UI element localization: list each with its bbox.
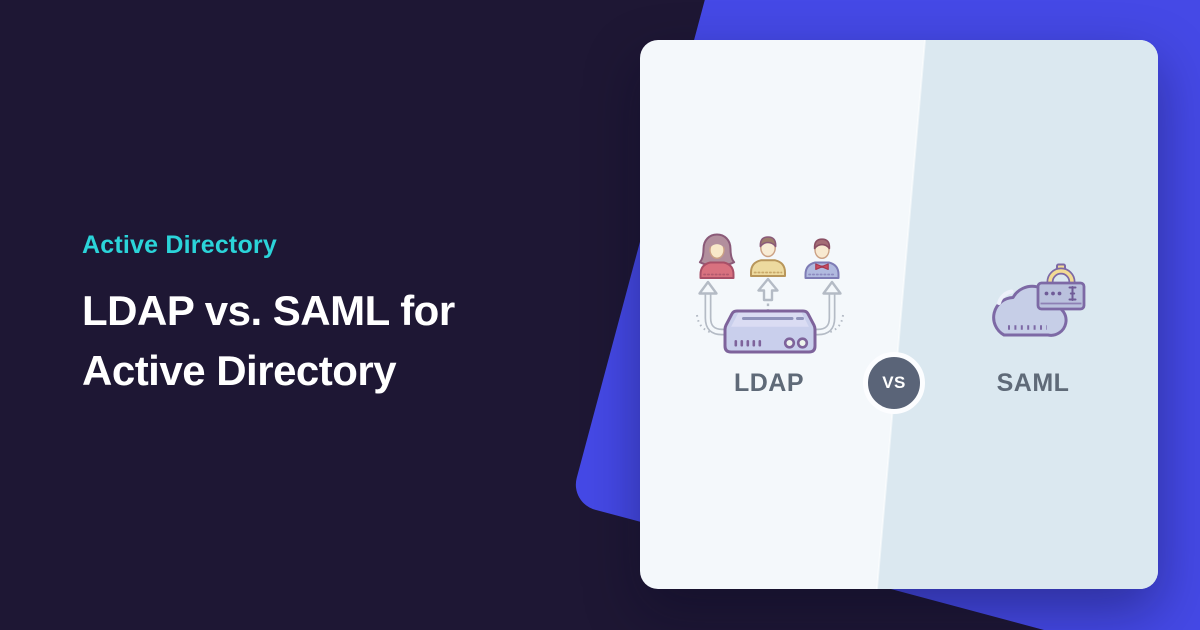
padlock-icon — [1036, 263, 1086, 311]
saml-label: SAML — [996, 369, 1070, 397]
arrows-icon — [696, 277, 844, 336]
category-eyebrow: Active Directory — [82, 231, 277, 259]
comparison-card: LDAP SAML VS — [640, 40, 1158, 589]
cloud-padlock-icon — [992, 263, 1086, 337]
ldap-label: LDAP — [733, 369, 805, 397]
server-icon — [723, 309, 817, 354]
page-title-line-1: LDAP vs. SAML for — [82, 287, 455, 334]
user-icon-man-bowtie — [804, 238, 840, 279]
page-title-line-2: Active Directory — [82, 347, 397, 394]
user-icon-man — [750, 236, 786, 277]
vs-badge: VS — [863, 352, 925, 414]
key-glyph — [1068, 286, 1077, 301]
user-icon-woman — [698, 233, 736, 279]
users-arrows-server-icon — [696, 233, 844, 354]
